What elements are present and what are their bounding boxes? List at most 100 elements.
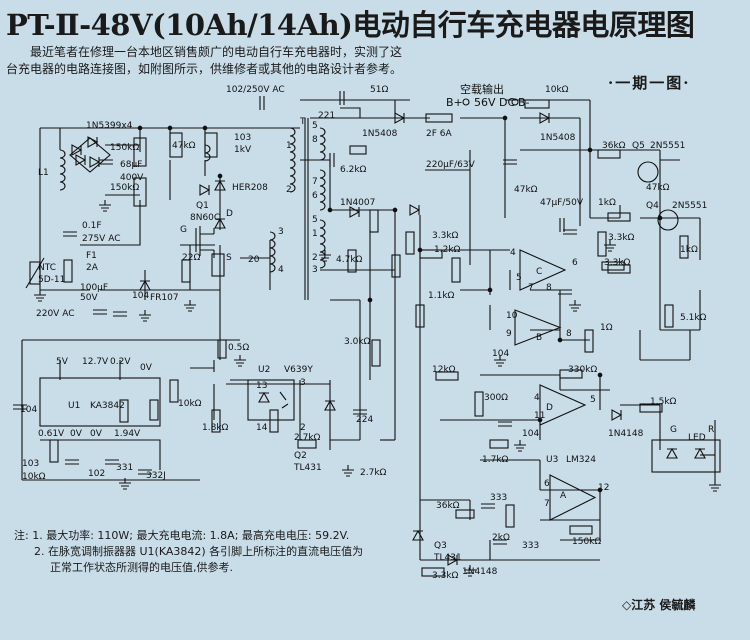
resistor — [607, 212, 631, 222]
component-label: 6 — [544, 479, 550, 489]
op-amp-b — [514, 309, 562, 346]
terminal-bplus — [462, 98, 470, 106]
junction-dot — [217, 173, 223, 179]
ground-symbol — [569, 300, 581, 312]
resistor — [297, 439, 317, 449]
ground-symbol — [342, 465, 354, 477]
resistor — [419, 249, 443, 259]
component-label: 4.7kΩ — [336, 255, 363, 265]
junction-dot — [537, 417, 543, 423]
component-label: 275V AC — [82, 234, 120, 244]
junction-dot — [327, 207, 333, 213]
ground-symbol — [119, 478, 131, 490]
diode — [199, 184, 211, 196]
junction-dot — [417, 247, 423, 253]
component-label: 50V — [80, 293, 98, 303]
capacitor — [503, 159, 517, 165]
wires — [21, 99, 716, 561]
component-label: 1.94V — [114, 429, 141, 439]
component-label: 5 — [590, 395, 596, 405]
components — [13, 91, 721, 577]
diode — [89, 156, 101, 168]
output-bminus: B- — [518, 96, 530, 109]
wire — [40, 439, 161, 470]
component-label: 4 — [534, 393, 540, 403]
component-label: R — [708, 425, 714, 435]
junction-dot — [137, 125, 143, 131]
resistor — [217, 339, 227, 359]
component-label: 68μF — [120, 160, 142, 170]
component-label: 330kΩ — [568, 365, 597, 375]
component-label: 333 — [490, 493, 507, 503]
component-label: 220V AC — [36, 309, 74, 319]
component-label: U3 — [546, 455, 558, 465]
resistor — [391, 254, 401, 278]
resistor — [569, 525, 593, 535]
capacitor — [113, 311, 127, 317]
resistor — [505, 504, 515, 528]
component-label: 47kΩ — [172, 141, 196, 151]
component-label: 332J — [146, 471, 166, 481]
capacitor — [493, 539, 507, 545]
resistor — [349, 145, 367, 155]
component-label: 7 — [312, 177, 318, 187]
component-label: 1N4148 — [608, 429, 644, 439]
capacitor — [563, 229, 577, 235]
component-label: C — [536, 267, 542, 277]
resistor — [371, 339, 381, 367]
ground-symbol — [319, 250, 331, 262]
component-label: 8 — [546, 283, 552, 293]
component-label: 47kΩ — [646, 183, 670, 193]
component-label: 1N5399x4 — [86, 121, 133, 131]
resistor — [584, 329, 594, 353]
resistor — [211, 253, 225, 277]
component-label: 12 — [598, 483, 609, 493]
fuse-f1 — [63, 259, 73, 283]
capacitor — [353, 409, 367, 415]
component-label: 2N5551 — [672, 201, 707, 211]
component-label: 1 — [312, 229, 318, 239]
capacitor — [498, 421, 512, 427]
component-label: 8 — [566, 329, 572, 339]
diode — [394, 112, 406, 124]
transistor-q5 — [637, 161, 659, 183]
resistor — [204, 132, 218, 158]
component-label: 5 — [516, 273, 522, 283]
junction-dot — [487, 287, 493, 293]
component-label: 7 — [544, 499, 550, 509]
capacitor — [93, 309, 107, 315]
resistor — [435, 371, 459, 381]
capacitor — [138, 469, 152, 475]
component-label: V639Y — [284, 365, 313, 375]
component-label: 3.0kΩ — [344, 337, 371, 347]
ground-symbol — [99, 200, 111, 212]
component-label: 1.8kΩ — [202, 423, 229, 433]
component-label: 1 — [286, 141, 292, 151]
junction-dot — [587, 147, 593, 153]
component-label: 150kΩ — [110, 183, 139, 193]
component-label: 5 — [312, 215, 318, 225]
resistor — [664, 304, 674, 328]
junction-dot — [367, 297, 373, 303]
capacitor — [63, 231, 77, 237]
coil — [204, 144, 211, 162]
component-label: 104 — [132, 291, 149, 301]
bridge-rectifier — [69, 137, 111, 173]
diode — [694, 447, 706, 459]
diode — [409, 204, 421, 216]
component-label: 10kΩ — [178, 399, 202, 409]
component-label: A — [560, 491, 567, 501]
ic-u1-ka3842 — [39, 377, 161, 427]
component-label: 150kΩ — [572, 537, 601, 547]
component-label: 400V — [120, 173, 144, 183]
component-label: 51Ω — [370, 85, 388, 95]
ground-symbol — [139, 310, 151, 322]
component-label: TL431 — [293, 463, 322, 473]
diode — [75, 154, 87, 166]
component-label: U2 — [258, 365, 270, 375]
ground-symbol — [464, 565, 476, 577]
diode — [139, 279, 151, 291]
component-label: D — [546, 403, 553, 413]
component-label: Q2 — [294, 451, 307, 461]
